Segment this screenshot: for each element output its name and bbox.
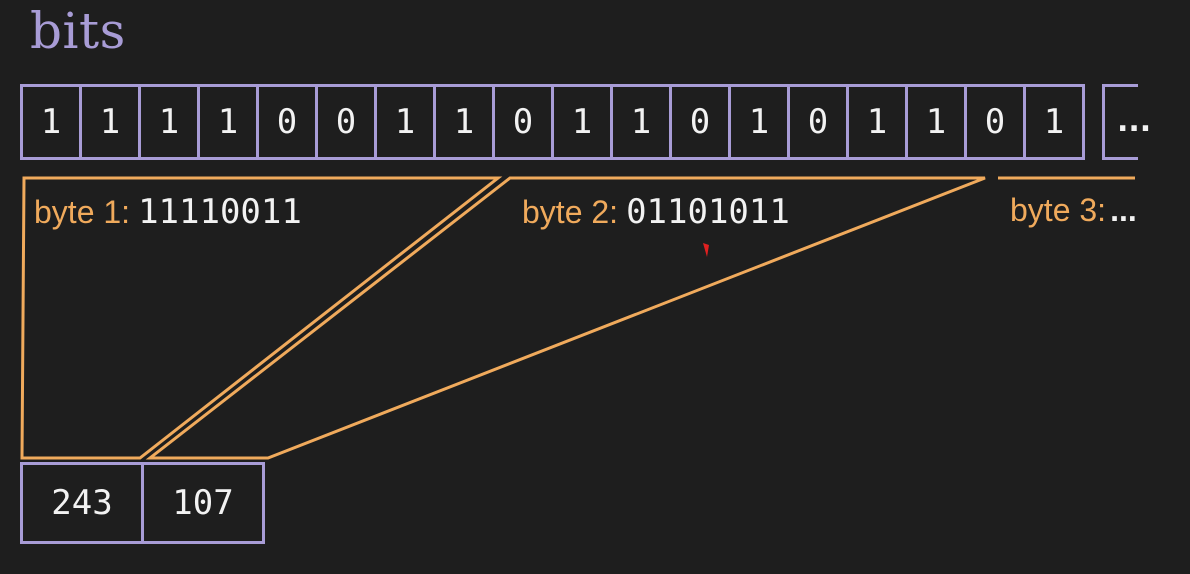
byte-value-cell: 243 [20, 462, 144, 544]
bit-array-ellipsis: ... [1117, 104, 1152, 139]
byte-2-name: byte 2: [522, 194, 619, 230]
byte-2-bits: 01101011 [626, 192, 790, 232]
diagram-title: bits [30, 2, 126, 60]
byte-3-bits: ... [1110, 192, 1137, 228]
bit-cell: 1 [1023, 84, 1085, 160]
byte-2-label: byte 2:01101011 [522, 192, 790, 232]
byte-1-name: byte 1: [34, 194, 131, 230]
byte-1-bracket [20, 176, 503, 460]
bit-array-continuation-cell [1102, 84, 1138, 160]
byte-1-bits: 11110011 [138, 192, 302, 232]
byte-3-label: byte 3:... [1010, 192, 1137, 229]
byte-value-array: 243 107 [20, 462, 265, 544]
byte-2-bracket [145, 176, 986, 460]
byte-1-label: byte 1:11110011 [34, 192, 302, 232]
byte-value-cell: 107 [141, 462, 265, 544]
byte-3-name: byte 3: [1010, 192, 1107, 228]
pointer-mark-icon [703, 243, 709, 257]
